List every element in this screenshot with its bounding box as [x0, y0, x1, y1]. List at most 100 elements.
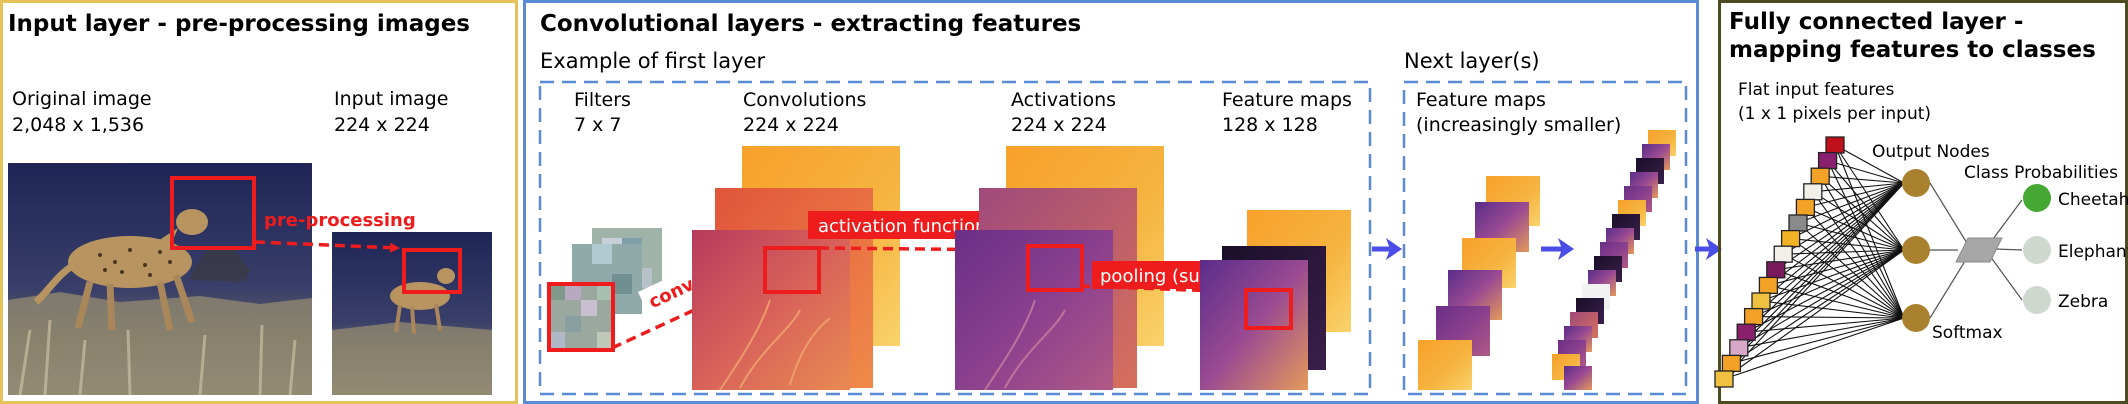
filters-label: Filters [574, 89, 631, 111]
activation-arrow [818, 244, 1030, 255]
fc-panel-border [1718, 0, 2128, 404]
fc-connection-line [1731, 249, 1905, 364]
conv-highlight-box [763, 246, 821, 294]
output-node-group [1902, 169, 1930, 332]
convolutions-label: Convolutions [743, 89, 866, 111]
flat-features-label: Flat input features [1738, 80, 1894, 100]
flat-input-features [1714, 136, 1845, 388]
fm-highlight-box [1244, 288, 1293, 330]
fc-connections [1723, 144, 1905, 380]
flat-input-square [1743, 307, 1764, 326]
fc-connection-line [1745, 249, 1905, 333]
fc-connection-line [1790, 182, 1905, 240]
fc-connection-line [1760, 249, 1905, 302]
flat-input-square [1736, 323, 1756, 341]
fc-connection-line [1738, 249, 1905, 349]
original-image-label: Original image [12, 88, 152, 110]
fc-connection-line [1738, 182, 1905, 349]
input-image-size: 224 x 224 [334, 114, 430, 136]
next-layers-box [1402, 80, 1688, 396]
class-node-zebra [2023, 286, 2051, 314]
flat-input-square [1795, 198, 1816, 217]
deeper-layer-arrow-icon [1558, 238, 1574, 260]
fc-connection-line [1745, 182, 1905, 333]
flat-input-square [1788, 214, 1808, 232]
fc-connection-line [1775, 249, 1905, 271]
class-node-elephant [2023, 236, 2051, 264]
fc-connection-line [1819, 175, 1905, 251]
flat-input-square [1721, 354, 1742, 373]
original-image [8, 163, 312, 396]
class-label-cheetah: Cheetah [2058, 190, 2128, 210]
input-panel: Input layer - pre-processing images Orig… [0, 0, 518, 404]
activations-size: 224 x 224 [1011, 114, 1107, 136]
input-image [332, 232, 492, 395]
fc-panel: Fully connected layer - mapping features… [1714, 0, 2128, 404]
next-layer-maps-1 [1418, 176, 1540, 390]
feature-maps-stack [1200, 210, 1351, 390]
fc-connection-line [1723, 249, 1905, 380]
fc-connection-line [1768, 182, 1905, 286]
fc-title-line2: mapping features to classes [1729, 37, 2096, 63]
fc-connection-line [1820, 175, 1905, 184]
fc-connection-line [1782, 182, 1905, 255]
fc-connection-line [1753, 249, 1905, 318]
fc-arrow-icon [1706, 238, 1722, 260]
flat-features-note: (1 x 1 pixels per input) [1738, 104, 1931, 124]
next-layer-arrow-icon [1386, 238, 1402, 260]
input-panel-border [0, 0, 518, 404]
convolutions-size: 224 x 224 [743, 114, 839, 136]
activations-stack [955, 146, 1164, 391]
fc-connection-line [1753, 316, 1905, 319]
next-feature-maps-note: (increasingly smaller) [1416, 114, 1621, 136]
fc-connection-line [1805, 182, 1905, 208]
convolutions-stack [692, 146, 900, 391]
fc-connection-line [1812, 191, 1905, 319]
fc-connection-line [1731, 317, 1905, 364]
filters-size: 7 x 7 [574, 114, 622, 136]
softmax-label: Softmax [1932, 323, 2003, 343]
pre-processing-arrow [254, 240, 400, 253]
fc-title-line1: Fully connected layer - [1729, 9, 2023, 35]
output-node-3 [1902, 304, 1930, 332]
input-image-label: Input image [334, 88, 448, 110]
flat-input-square [1766, 261, 1786, 279]
fc-connection-line [1723, 182, 1905, 380]
fc-connection-line [1797, 182, 1905, 224]
flat-input-square [1825, 136, 1845, 154]
flat-input-square [1751, 292, 1771, 310]
fc-connection-line [1827, 160, 1905, 184]
next-feature-maps-label: Feature maps [1416, 89, 1546, 111]
fc-connection-line [1746, 317, 1905, 333]
input-crop-box [402, 248, 462, 294]
flat-input-square [1803, 183, 1823, 201]
feature-maps-size: 128 x 128 [1222, 114, 1318, 136]
next-layers-label: Next layer(s) [1404, 49, 1540, 73]
conv-panel: Convolutional layers - extracting featur… [523, 0, 1722, 404]
flat-input-square [1773, 245, 1793, 263]
output-node-1 [1902, 169, 1930, 197]
input-panel-title: Input layer - pre-processing images [8, 11, 470, 37]
fc-connection-line [1760, 182, 1905, 302]
class-node-cheetah [2023, 184, 2051, 212]
fc-connection-line [1812, 182, 1905, 193]
fc-connection-line [1731, 182, 1905, 364]
crop-box [170, 176, 256, 250]
fc-connection-line [1790, 238, 1905, 319]
flat-input-square [1817, 151, 1838, 170]
fc-connection-line [1783, 249, 1905, 255]
fc-connection-line [1834, 144, 1905, 184]
activations-label: Activations [1011, 89, 1116, 111]
feature-maps-label: Feature maps [1222, 89, 1352, 111]
next-layer-maps-2 [1552, 130, 1676, 390]
class-label-zebra: Zebra [2058, 292, 2108, 312]
output-node-2 [1902, 236, 1930, 264]
flat-input-square [1729, 339, 1749, 357]
conv-panel-border [523, 0, 1699, 404]
fc-connection-line [1753, 182, 1905, 318]
activation-function-label: activation function [818, 216, 986, 237]
flat-input-square [1780, 229, 1801, 248]
fc-connection-line [1738, 317, 1905, 349]
cheetah-figure [33, 209, 208, 331]
